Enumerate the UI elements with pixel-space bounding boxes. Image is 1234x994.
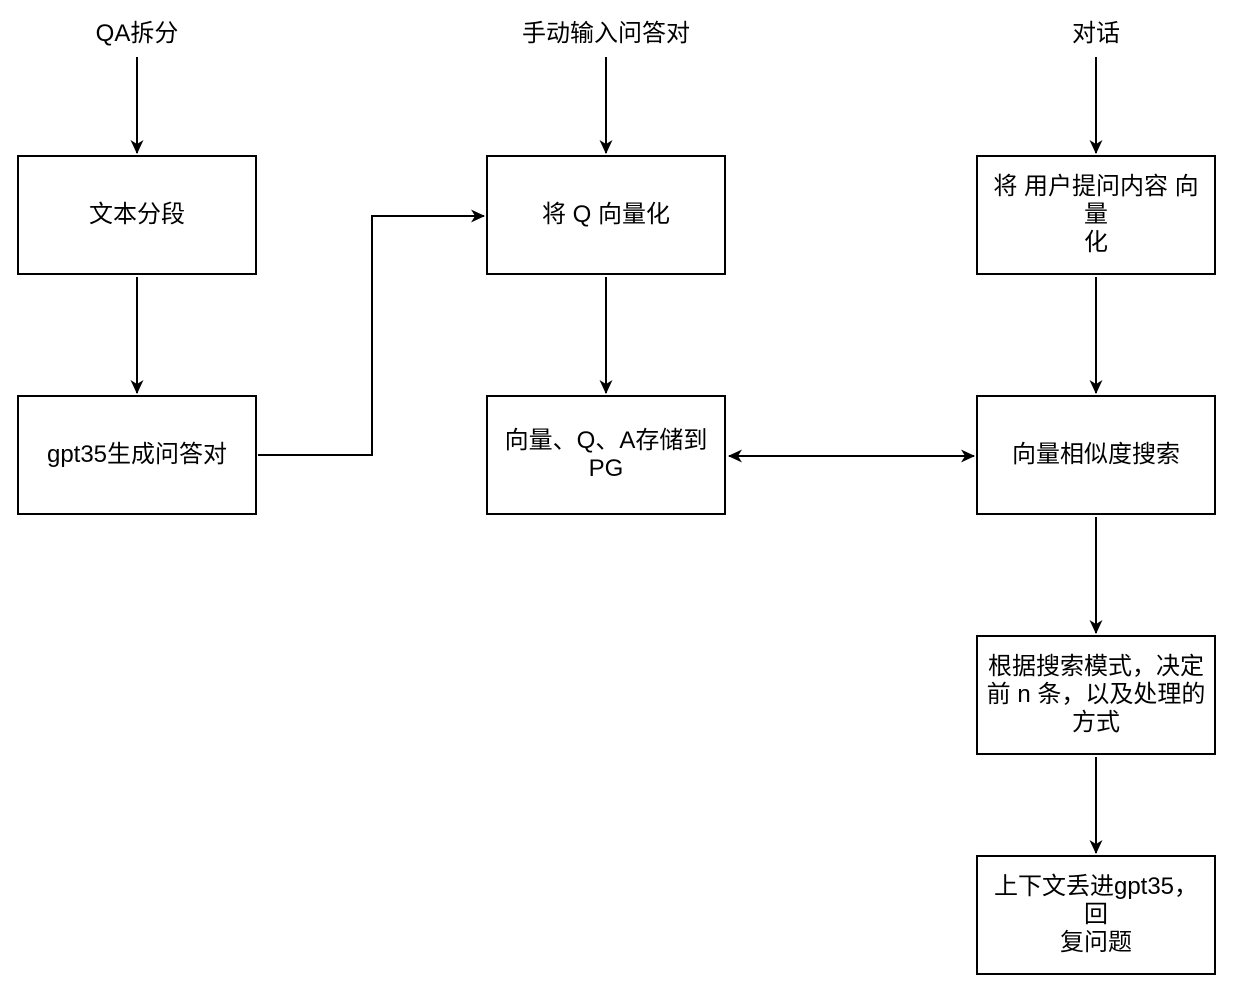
node-gpt35-generate-qa: gpt35生成问答对 bbox=[17, 395, 257, 515]
node-search-mode-decision: 根据搜索模式，决定 前 n 条，以及处理的 方式 bbox=[976, 635, 1216, 755]
node-store-to-pg: 向量、Q、A存储到 PG bbox=[486, 395, 726, 515]
entry-label-qa-split: QA拆分 bbox=[95, 20, 179, 47]
entry-label-manual-input: 手动输入问答对 bbox=[522, 20, 690, 47]
entry-label-dialog: 对话 bbox=[1072, 20, 1120, 47]
node-text-segment: 文本分段 bbox=[17, 155, 257, 275]
node-vectorize-q: 将 Q 向量化 bbox=[486, 155, 726, 275]
node-vectorize-user-question: 将 用户提问内容 向量 化 bbox=[976, 155, 1216, 275]
node-gpt35-answer: 上下文丢进gpt35，回 复问题 bbox=[976, 855, 1216, 975]
node-vector-similarity-search: 向量相似度搜索 bbox=[976, 395, 1216, 515]
edge-gpt35-generate-to-vectorize-q bbox=[258, 209, 485, 456]
